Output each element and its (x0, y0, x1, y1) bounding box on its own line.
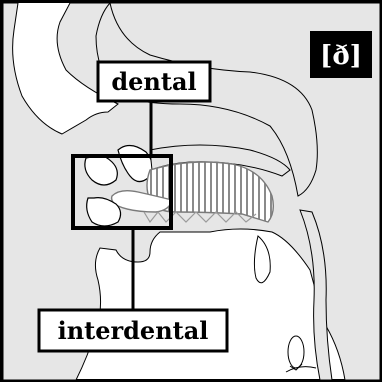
interdental-label-text: interdental (58, 316, 209, 345)
phonetic-symbol-badge: [ð] (310, 31, 372, 78)
phonetic-symbol: [ð] (320, 41, 362, 71)
dental-label-text: dental (111, 67, 196, 96)
interdental-label: interdental (39, 310, 227, 351)
dental-label: dental (98, 62, 210, 101)
